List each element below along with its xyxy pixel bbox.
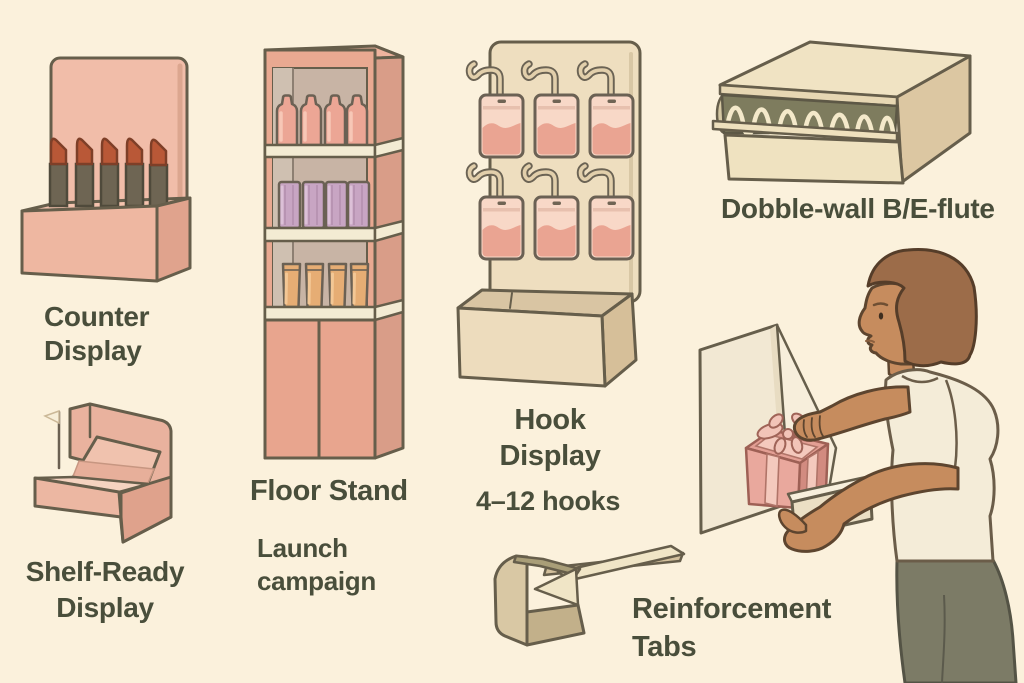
thumb [777,508,808,534]
counter-display-illustration [20,56,192,283]
sachet-icon [588,195,635,261]
floor-stand-illustration [263,44,405,460]
woman-packing-illustration [698,247,1018,683]
reinforcement-tabs-illustration [493,544,686,647]
double-wall-flute-illustration [711,40,972,185]
purple-bottle-icon [277,180,302,230]
hook-display-label: Hook Display [499,404,601,472]
upper-hand-fingers [802,415,824,438]
sachet-icon [588,93,635,159]
purple-bottle-icon [324,180,349,230]
counter-display-label: Counter Display [44,301,150,366]
reinforcement-tabs-label: Reinforcement Tabs [632,593,832,663]
tube-icon [349,262,370,309]
double-wall-label: Dobble-wall B/E-flute [721,193,995,224]
purple-bottle-icon [346,180,371,230]
sachet-icon [533,195,580,261]
purple-bottle-icon [301,180,326,230]
lipstick-icon [74,137,95,208]
shelf-ready-label: Shelf-Ready Display [25,556,185,623]
sachet-icon [478,195,525,261]
tear-strip-arrow [43,409,60,425]
floor-stand-label: Floor Stand [250,475,408,507]
sachet-icon [478,93,525,159]
pants [895,558,1018,683]
tube-icon [281,262,302,309]
hook-display-illustration [456,40,642,388]
sachet-icon [533,93,580,159]
lipstick-icon [148,138,169,209]
shelf-ready-illustration [33,402,173,544]
tube-icon [327,262,348,309]
hook-display-note: 4–12 hooks [476,486,621,516]
face-features [865,302,889,343]
lipstick-icon [124,137,145,208]
floor-stand-note: Launch campaign [257,533,376,596]
hair [866,247,978,368]
lipstick-icon [48,137,69,208]
lipstick-icon [99,137,120,208]
tube-icon [304,262,325,309]
upper-arm [792,385,912,442]
lower-arm [783,462,960,553]
